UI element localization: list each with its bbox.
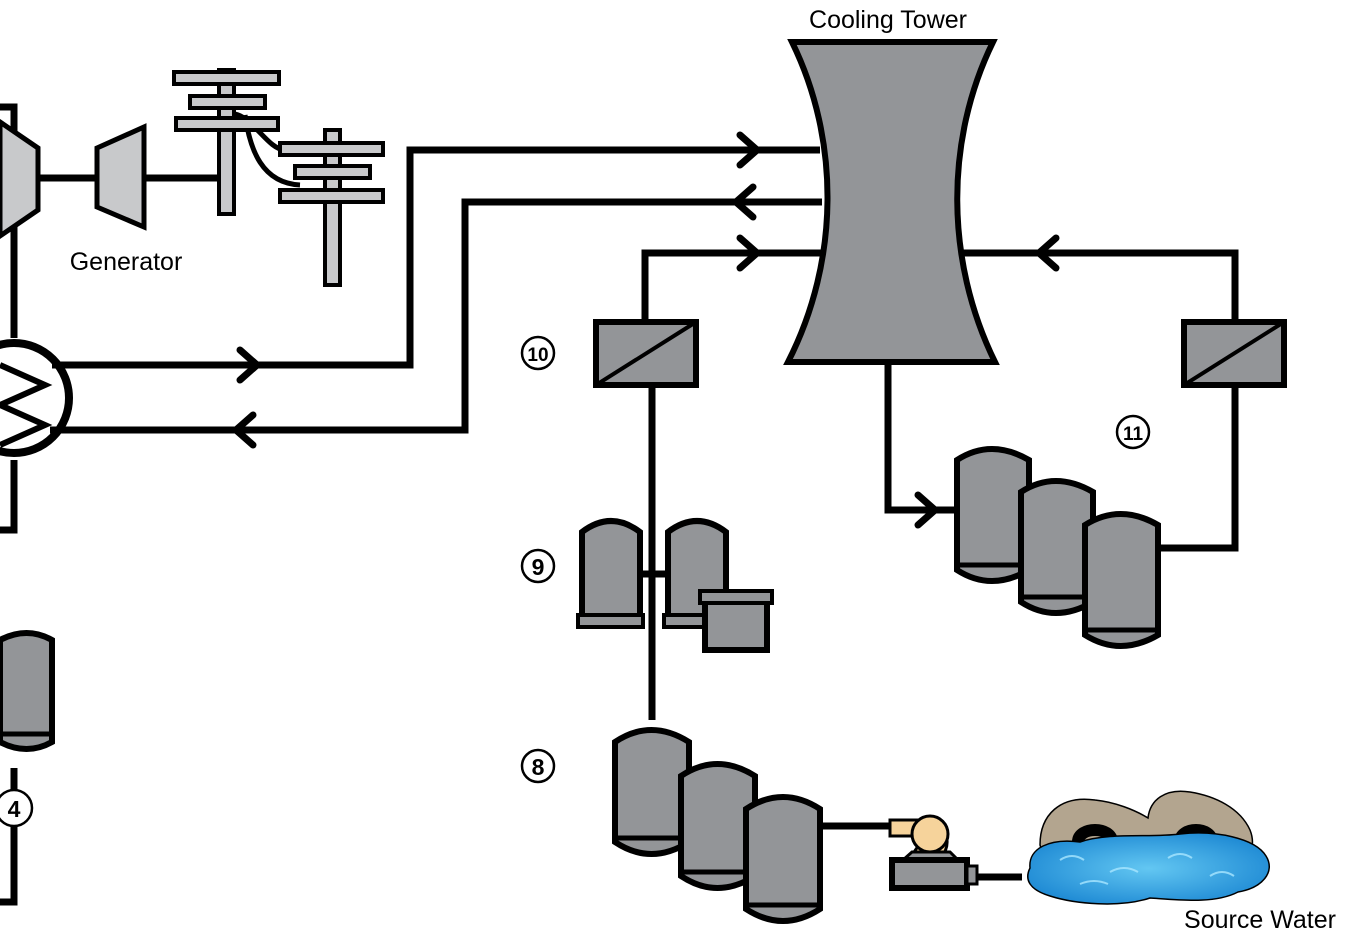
pump-motor-icon bbox=[889, 857, 970, 891]
chemical-tank-icon bbox=[702, 597, 770, 653]
arrow-left-icon bbox=[1035, 234, 1060, 272]
arrow-right-icon bbox=[736, 131, 761, 169]
water-icon bbox=[1027, 832, 1271, 905]
power-tower-icon bbox=[172, 68, 281, 216]
vessel-icon bbox=[612, 727, 692, 857]
cooling-tower: Cooling Tower bbox=[783, 6, 1000, 365]
vessel-icon bbox=[579, 518, 643, 621]
svg-text:4: 4 bbox=[8, 796, 21, 822]
svg-text:11: 11 bbox=[1123, 424, 1144, 445]
cooling-tower-icon bbox=[783, 39, 1000, 365]
marker-4: 4 bbox=[0, 788, 34, 828]
svg-text:10: 10 bbox=[527, 345, 548, 366]
heat-exchanger-coil bbox=[0, 362, 53, 448]
arrow-right-icon bbox=[914, 491, 939, 529]
arrow-right-icon bbox=[236, 346, 261, 384]
marker-8: 8 bbox=[520, 748, 556, 784]
vessel-icon bbox=[743, 794, 823, 924]
cooling-tower-label: Cooling Tower bbox=[809, 6, 967, 34]
power-tower-icon bbox=[278, 128, 385, 287]
svg-text:9: 9 bbox=[532, 554, 545, 580]
filter-unit-11 bbox=[1181, 319, 1287, 388]
arrow-left-icon bbox=[232, 411, 257, 449]
tank-group-8 bbox=[612, 727, 823, 924]
svg-text:8: 8 bbox=[532, 754, 545, 780]
left-edge-equipment bbox=[0, 103, 73, 906]
marker-11: 11 bbox=[1115, 414, 1151, 450]
arrow-right-icon bbox=[736, 234, 761, 272]
vessel-icon bbox=[1082, 511, 1161, 649]
left-vessel-icon bbox=[0, 630, 55, 752]
tank-group-11 bbox=[954, 446, 1161, 649]
arrow-left-icon bbox=[732, 183, 757, 221]
marker-10: 10 bbox=[520, 335, 556, 371]
source-water-label: Source Water bbox=[1184, 906, 1336, 934]
flow-arrows bbox=[232, 131, 1060, 529]
transmission-towers bbox=[172, 68, 385, 287]
turbine-icon bbox=[0, 118, 41, 240]
generator-label: Generator bbox=[70, 248, 183, 276]
marker-9: 9 bbox=[520, 548, 556, 584]
dosing-station-9 bbox=[576, 518, 774, 653]
source-water: Source Water bbox=[1027, 790, 1336, 934]
intake-pump bbox=[888, 814, 979, 891]
generator-icon bbox=[94, 123, 147, 231]
generator bbox=[94, 123, 147, 231]
filter-unit-10 bbox=[593, 319, 699, 388]
